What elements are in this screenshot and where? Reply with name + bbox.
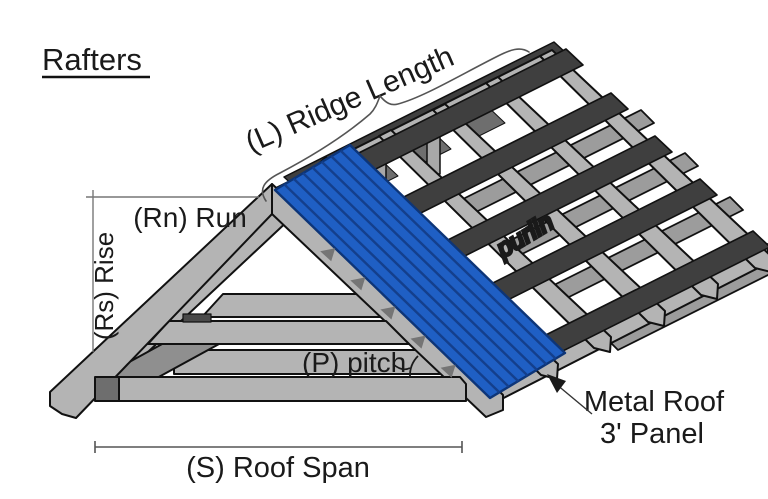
rise-run-dimension-lines [86, 190, 259, 352]
panel-rib [321, 161, 538, 371]
page-title: Rafters [42, 42, 142, 77]
pitch-angle-arc [409, 355, 419, 378]
panel-rib [330, 155, 548, 366]
panel-rib [311, 166, 529, 377]
panel-rib-shadow-tooth [410, 335, 426, 349]
run-label: (Rn) Run [133, 202, 247, 233]
roof-frame-illustration [49, 41, 768, 419]
panel-rib [302, 172, 519, 382]
ridge-length-brace [261, 48, 530, 202]
truss1-left-rafter [49, 183, 273, 419]
rise-label: (Rs) Rise [89, 232, 119, 340]
panel-label-line1: Metal Roof [584, 386, 725, 418]
panel-arrow-line [555, 383, 593, 415]
span-label: (S) Roof Span [186, 452, 370, 484]
panel-arrow-head [547, 374, 566, 393]
pitch-label: (P) pitch [302, 347, 406, 378]
panel-rib-shadow-tooth [350, 277, 366, 291]
span-dimension-line [94, 441, 463, 453]
pitch-connector [392, 363, 411, 371]
truss1-collar-tie [147, 320, 410, 345]
panel-rib-shadow-tooth [440, 364, 456, 378]
panel-rib [283, 183, 501, 394]
collar-purlin-block [182, 313, 212, 323]
truss1-bottom-chord [117, 376, 467, 402]
panel-rib [292, 177, 510, 388]
panel-rib-shadow-tooth [380, 306, 396, 320]
panel-rib [339, 149, 557, 360]
panel-label-line2: 3' Panel [600, 418, 704, 450]
panel-rib-shadow-tooth [320, 248, 336, 262]
beam-end-block [94, 376, 120, 402]
